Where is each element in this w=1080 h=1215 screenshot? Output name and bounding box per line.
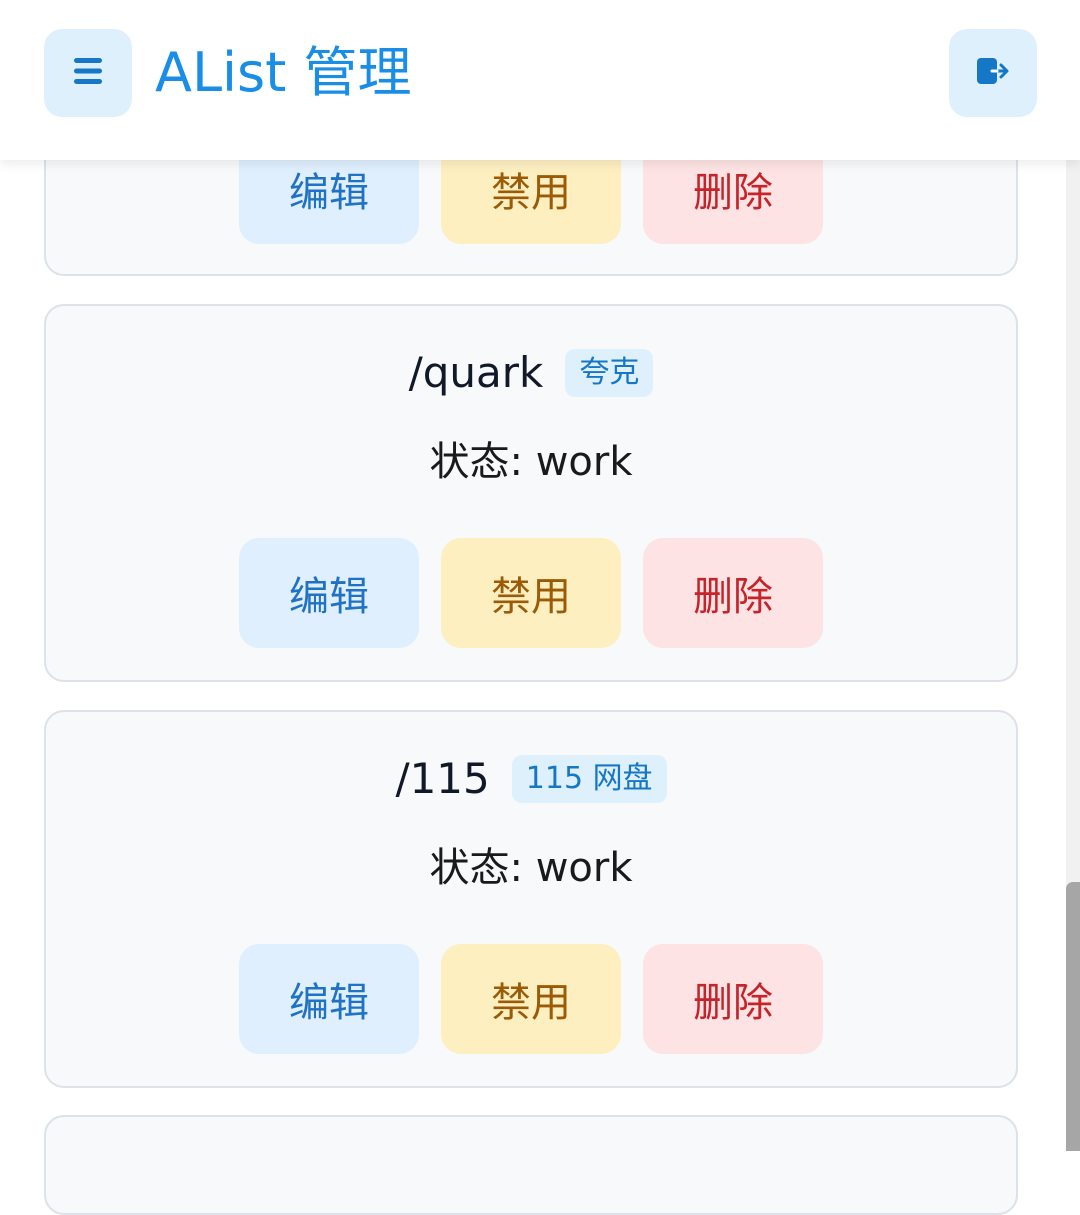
app-header: AList 管理 bbox=[0, 0, 1080, 160]
driver-badge: 115 网盘 bbox=[511, 755, 667, 803]
logout-button[interactable] bbox=[949, 29, 1037, 117]
storage-title-row: /quark 夸克 bbox=[46, 348, 1016, 398]
mount-path: /115 bbox=[395, 754, 490, 803]
storage-title-row: /115 115 网盘 bbox=[46, 754, 1016, 804]
status-text: 状态: work bbox=[429, 439, 633, 485]
edit-button[interactable]: 编辑 bbox=[239, 944, 419, 1054]
storage-actions: 编辑 禁用 删除 bbox=[46, 944, 1016, 1054]
storage-card: /115 115 网盘 状态: work 编辑 禁用 删除 bbox=[44, 710, 1018, 1088]
hamburger-menu-icon bbox=[72, 55, 104, 91]
disable-button[interactable]: 禁用 bbox=[441, 944, 621, 1054]
storage-list: 编辑 禁用 删除 /quark 夸克 状态: work 编辑 禁用 删除 /11… bbox=[44, 0, 1080, 1215]
edit-button[interactable]: 编辑 bbox=[239, 538, 419, 648]
scrollbar-thumb[interactable] bbox=[1066, 882, 1080, 1151]
menu-button[interactable] bbox=[44, 29, 132, 117]
delete-button[interactable]: 删除 bbox=[643, 944, 823, 1054]
delete-button[interactable]: 删除 bbox=[643, 538, 823, 648]
mount-path: /quark bbox=[408, 348, 544, 397]
app-title: AList 管理 bbox=[155, 41, 412, 104]
storage-actions: 编辑 禁用 删除 bbox=[46, 538, 1016, 648]
driver-badge: 夸克 bbox=[565, 349, 654, 397]
storage-card bbox=[44, 1115, 1018, 1215]
status-text: 状态: work bbox=[429, 845, 633, 891]
storage-card: /quark 夸克 状态: work 编辑 禁用 删除 bbox=[44, 304, 1018, 682]
disable-button[interactable]: 禁用 bbox=[441, 538, 621, 648]
logout-icon bbox=[975, 55, 1011, 91]
